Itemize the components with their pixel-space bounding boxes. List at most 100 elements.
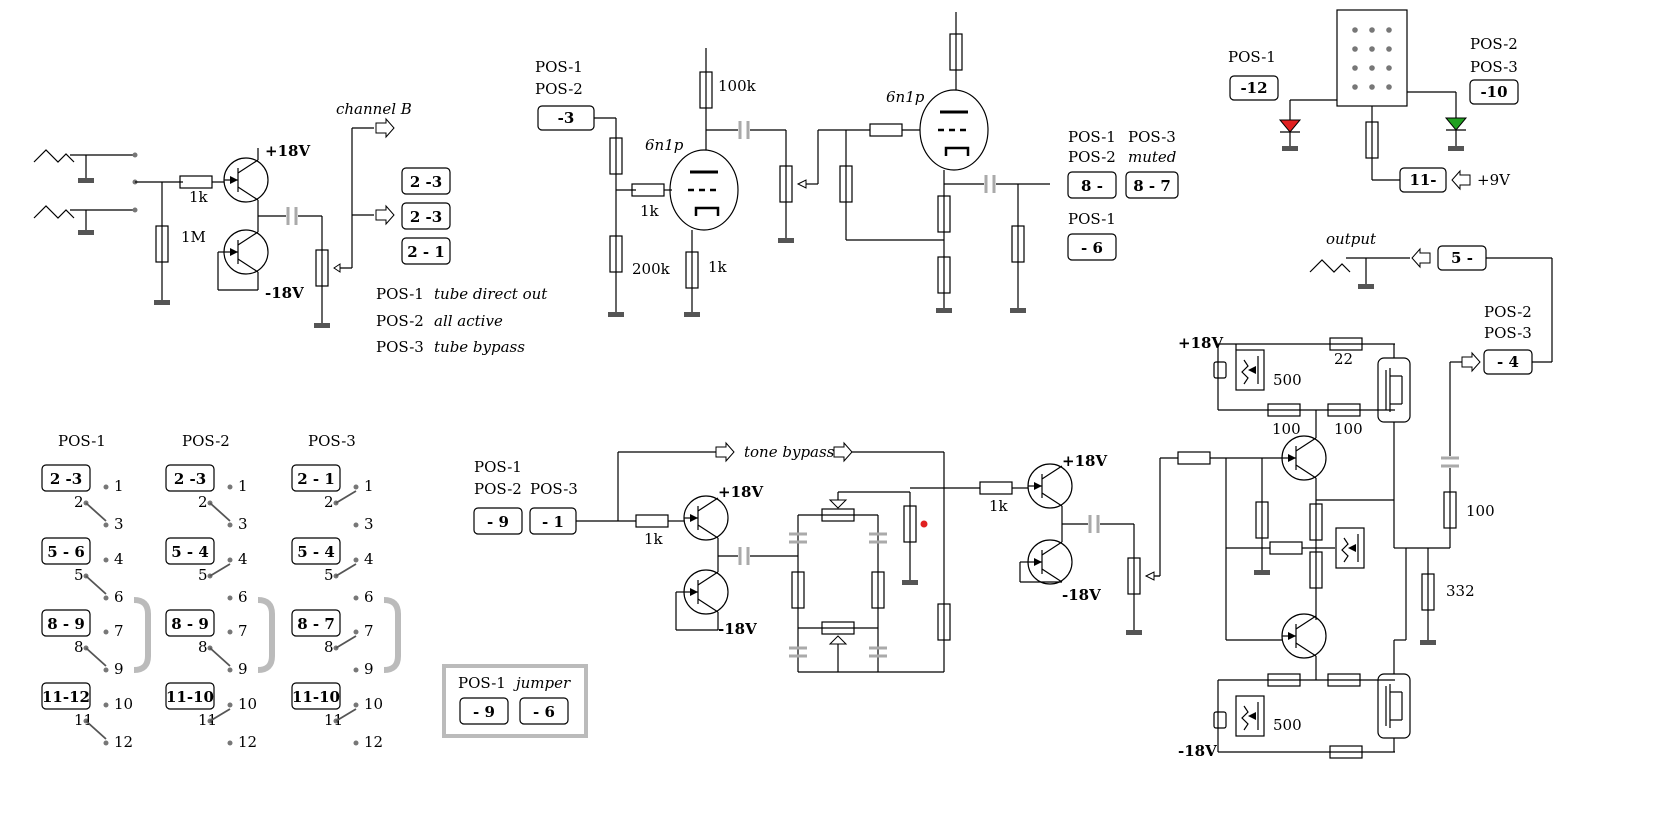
switch-box xyxy=(165,682,215,710)
led-supply-box: 11- xyxy=(1409,171,1436,189)
jfet-top-icon xyxy=(223,157,269,203)
pin-label: 6 xyxy=(114,588,124,606)
connector-pin xyxy=(1369,46,1375,52)
green-led-icon xyxy=(1444,117,1468,131)
tube-out-pos2: POS-2 xyxy=(1068,148,1116,166)
tube-out-pos1-b: POS-1 xyxy=(1068,210,1116,228)
jumper-panel: POS-1 jumper - 9 - 6 xyxy=(442,664,588,738)
pin-label: 3 xyxy=(114,515,124,533)
connector-pin xyxy=(1369,27,1375,33)
pin-label: 7 xyxy=(238,622,248,640)
pin-label: 11 xyxy=(324,711,343,729)
tube-stage: POS-1 POS-2 -3 200k 1k 6n1p 100k 1k xyxy=(535,12,1179,317)
r1k-tone-label: 1k xyxy=(644,530,664,548)
switch-pin xyxy=(227,629,233,635)
tube-in-box: -3 xyxy=(558,109,575,127)
jumper-bracket xyxy=(257,597,275,673)
r1k-input-label: 1k xyxy=(189,188,209,206)
pin-label: 8 xyxy=(74,638,84,656)
led-right-pos3: POS-3 xyxy=(1470,58,1518,76)
tone-pos2: POS-2 xyxy=(474,480,522,498)
tone-pos3: POS-3 xyxy=(530,480,578,498)
pin-label: 5 xyxy=(74,566,84,584)
switch-lever xyxy=(85,575,107,595)
switch-box xyxy=(165,537,215,565)
tone-pos1: POS-1 xyxy=(474,458,522,476)
switch-table-title: POS-1 xyxy=(58,432,106,450)
connector-pin xyxy=(1386,27,1392,33)
pin-label: 4 xyxy=(114,550,124,568)
pin-label: 1 xyxy=(364,477,374,495)
r500-bottom-label: 500 xyxy=(1273,716,1302,734)
tube-out-box-a: 8 - xyxy=(1081,177,1103,195)
switch-pin xyxy=(353,740,359,746)
pin-label: 8 xyxy=(198,638,208,656)
tube-1-icon xyxy=(668,148,740,232)
r200k-label: 200k xyxy=(632,260,671,278)
connector-pin xyxy=(1352,27,1358,33)
switch-box xyxy=(41,682,91,710)
switch-pin xyxy=(227,484,233,490)
pin-label: 12 xyxy=(364,733,383,751)
top-box-3: 2 - 1 xyxy=(407,243,445,261)
pin-label: 6 xyxy=(364,588,374,606)
output-jfet-bottom-icon xyxy=(1281,613,1327,659)
switch-lever xyxy=(209,647,231,667)
switch-pin xyxy=(227,595,233,601)
switch-lever xyxy=(209,563,231,577)
output-label: output xyxy=(1326,230,1377,248)
pos-mode-2-desc: all active xyxy=(434,312,503,330)
pin-label: 6 xyxy=(238,588,248,606)
output-jfet-top-icon xyxy=(1281,435,1327,481)
pin-label: 11 xyxy=(198,711,217,729)
switch-lever xyxy=(85,502,107,522)
tube-2-label: 6n1p xyxy=(886,88,925,106)
pin-label: 9 xyxy=(364,660,374,678)
switch-pin xyxy=(103,702,109,708)
switch-lever xyxy=(335,490,357,504)
thermistor-top-icon xyxy=(1235,349,1265,391)
r500-top-label: 500 xyxy=(1273,371,1302,389)
switch-box xyxy=(291,464,341,492)
rail-neg18-out: -18V xyxy=(1178,742,1217,760)
tube-2-icon xyxy=(918,88,990,172)
pos-mode-1-pos: POS-1 xyxy=(376,285,424,303)
buffer-jfet-bottom-icon xyxy=(1027,539,1073,585)
out-pos3: POS-3 xyxy=(1484,324,1532,342)
jumper-box-b: - 6 xyxy=(533,703,555,721)
jumper-label: jumper xyxy=(513,674,571,692)
switch-pin xyxy=(353,629,359,635)
switch-lever xyxy=(85,720,107,740)
top-box-1: 2 -3 xyxy=(410,173,442,191)
r22-label: 22 xyxy=(1334,350,1353,368)
switch-box-label: 11-12 xyxy=(42,688,90,706)
switch-box-label: 2 -3 xyxy=(50,470,82,488)
out-pos2: POS-2 xyxy=(1484,303,1532,321)
led-left-box: -12 xyxy=(1240,79,1267,97)
jfet-bottom-icon xyxy=(223,229,269,275)
switch-box xyxy=(291,537,341,565)
buffer-jfet-top-icon xyxy=(1027,463,1073,509)
thermistor-bottom-icon xyxy=(1235,695,1265,737)
switch-box xyxy=(41,609,91,637)
switch-box-label: 11-10 xyxy=(292,688,340,706)
pin-label: 7 xyxy=(114,622,124,640)
switch-box-label: 8 - 9 xyxy=(171,615,209,633)
connector-header xyxy=(1336,9,1408,107)
tube-in-pos1: POS-1 xyxy=(535,58,583,76)
pos-mode-3-desc: tube bypass xyxy=(434,338,525,356)
top-box-2: 2 -3 xyxy=(410,208,442,226)
pos-mode-1-desc: tube direct out xyxy=(434,285,548,303)
switch-pin xyxy=(227,702,233,708)
red-dot-icon xyxy=(920,520,928,528)
rail-pos9: +9V xyxy=(1477,171,1511,189)
switch-pin xyxy=(103,484,109,490)
mosfet-bottom-icon xyxy=(1377,673,1411,739)
pin-label: 1 xyxy=(114,477,124,495)
connector-pin xyxy=(1352,46,1358,52)
connector-pin xyxy=(1352,84,1358,90)
r1m-label: 1M xyxy=(181,228,206,246)
output-jack-icon xyxy=(1309,259,1351,273)
pin-label: 9 xyxy=(114,660,124,678)
